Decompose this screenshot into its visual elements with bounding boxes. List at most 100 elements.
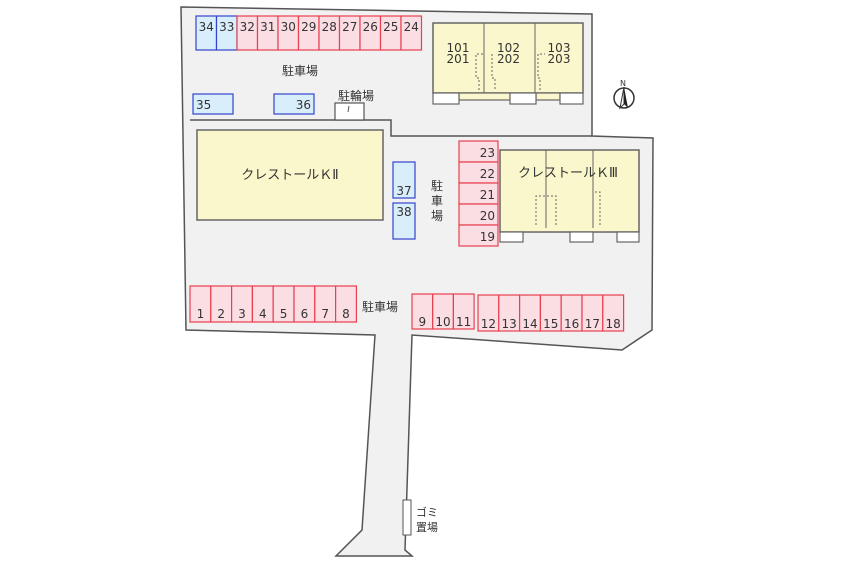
- stall-box: [392, 161, 416, 199]
- parking-label-middle: 駐車場: [431, 178, 443, 223]
- parking-stall-26: 26: [359, 15, 382, 51]
- stall-box: [392, 202, 416, 240]
- stall-number: 24: [404, 20, 419, 34]
- parking-stall-5: 5: [272, 285, 295, 323]
- stall-number: 19: [480, 230, 495, 244]
- stall-number: 25: [383, 20, 398, 34]
- parking-stall-30: 30: [277, 15, 300, 51]
- unit-number-lower: 102: [497, 41, 520, 55]
- building-k2-label: クレストールＫⅡ: [241, 168, 338, 183]
- parking-label-top: 駐車場: [282, 63, 318, 78]
- parking-stall-3: 3: [231, 285, 254, 323]
- stall-number: 12: [481, 317, 496, 331]
- garbage-area: [402, 499, 412, 536]
- parking-stall-19: 19: [458, 224, 499, 247]
- stall-box: [452, 293, 475, 330]
- stall-number: 14: [522, 317, 537, 331]
- stall-number: 23: [480, 146, 495, 160]
- stall-number: 13: [502, 317, 517, 331]
- parking-stall-24: 24: [400, 15, 423, 51]
- parking-stall-25: 25: [379, 15, 402, 51]
- parking-stall-35: 35: [192, 93, 234, 115]
- unit-number-lower: 101: [447, 41, 470, 55]
- bicycle-parking-label: 駐輪場: [338, 88, 374, 103]
- parking-stall-28: 28: [318, 15, 341, 51]
- stall-number: 10: [435, 315, 450, 329]
- bicycle-shed: [334, 102, 365, 121]
- stall-number: 5: [280, 307, 288, 321]
- stall-box: [273, 93, 315, 115]
- parking-stall-20: 20: [458, 203, 499, 226]
- parking-stall-34: 34: [195, 15, 218, 51]
- parking-label-middle-text: 駐車場: [431, 178, 443, 223]
- parking-stall-2: 2: [210, 285, 233, 323]
- single-stalls: 35 36: [192, 93, 315, 115]
- stall-number: 11: [456, 315, 471, 329]
- parking-stall-16: 16: [560, 294, 583, 332]
- parking-stall-11: 11: [452, 293, 475, 330]
- building-k2: [196, 129, 384, 221]
- parking-stall-12: 12: [477, 294, 500, 332]
- unit-number-upper: 203: [548, 52, 571, 66]
- parking-stall-1: 1: [189, 285, 212, 323]
- stall-number: 7: [321, 307, 329, 321]
- right-parking-column: 23 22 21 20 19: [458, 140, 499, 247]
- stall-box: [400, 15, 423, 51]
- stall-number: 2: [217, 307, 225, 321]
- parking-stall-4: 4: [251, 285, 274, 323]
- stall-number: 20: [480, 209, 495, 223]
- stall-number: 9: [418, 315, 426, 329]
- unit-number-lower: 103: [548, 41, 571, 55]
- stall-number: 16: [564, 317, 579, 331]
- stall-box: [602, 294, 625, 332]
- parking-stall-37: 37: [392, 161, 416, 199]
- stall-number: 27: [342, 20, 357, 34]
- stall-number: 28: [322, 20, 337, 34]
- stall-number: 4: [259, 307, 267, 321]
- stall-number: 37: [396, 184, 411, 198]
- stall-number: 35: [196, 98, 211, 112]
- stall-number: 31: [260, 20, 275, 34]
- parking-stall-33: 33: [215, 15, 238, 51]
- stall-box: [335, 285, 358, 323]
- stall-box: [458, 224, 499, 247]
- parking-stall-17: 17: [581, 294, 604, 332]
- parking-stall-38: 38: [392, 202, 416, 240]
- parking-stall-7: 7: [314, 285, 337, 323]
- stall-number: 26: [363, 20, 378, 34]
- parking-stall-31: 31: [256, 15, 279, 51]
- parking-stall-27: 27: [338, 15, 361, 51]
- stall-box: [192, 93, 234, 115]
- parking-stall-21: 21: [458, 182, 499, 205]
- stall-number: 22: [480, 167, 495, 181]
- parking-stall-9: 9: [411, 293, 434, 330]
- building-k3: [499, 149, 640, 243]
- stall-number: 34: [199, 20, 214, 34]
- stall-number: 21: [480, 188, 495, 202]
- stall-number: 8: [342, 307, 350, 321]
- stall-number: 17: [585, 317, 600, 331]
- parking-label-bottom: 駐車場: [362, 299, 398, 314]
- bicycle-shed-mark: [347, 105, 350, 113]
- stall-number: 33: [219, 20, 234, 34]
- parking-stall-14: 14: [518, 294, 541, 332]
- building-top-units: [432, 22, 584, 105]
- parking-stall-36: 36: [273, 93, 315, 115]
- parking-stall-22: 22: [458, 161, 499, 184]
- stall-number: 30: [281, 20, 296, 34]
- parking-stall-10: 10: [432, 293, 455, 330]
- unit-number-upper: 202: [497, 52, 520, 66]
- unit-number-upper: 201: [447, 52, 470, 66]
- stall-number: 15: [543, 317, 558, 331]
- stall-number: 36: [296, 98, 311, 112]
- stall-number: 6: [301, 307, 309, 321]
- parking-stall-29: 29: [297, 15, 320, 51]
- parking-stall-32: 32: [236, 15, 259, 51]
- stall-number: 18: [606, 317, 621, 331]
- stall-number: 32: [240, 20, 255, 34]
